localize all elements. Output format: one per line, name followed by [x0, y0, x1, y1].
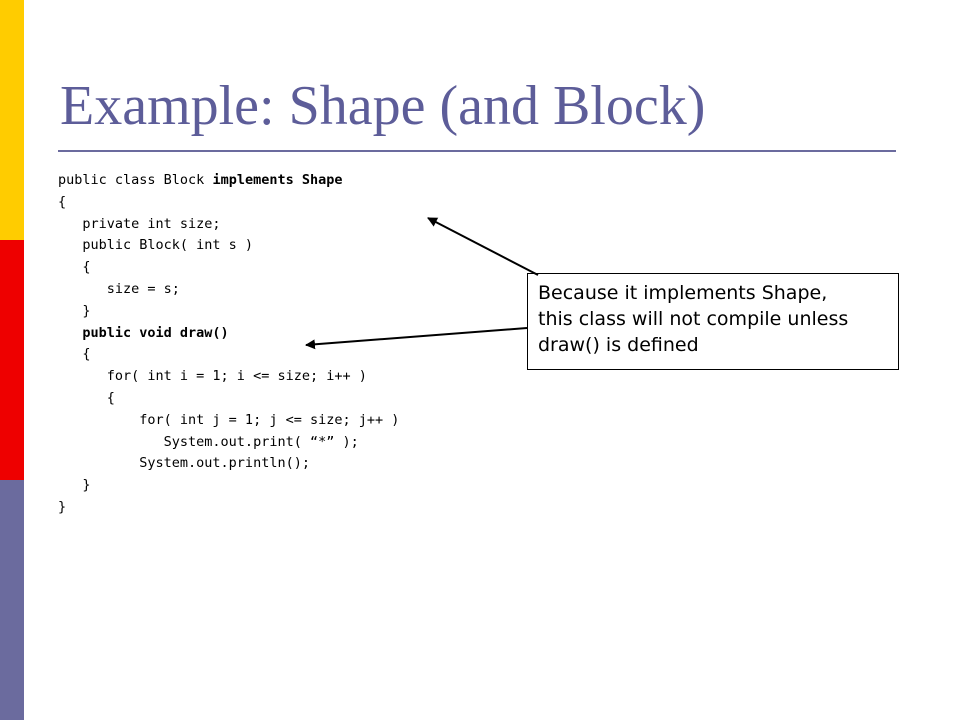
callout-line: draw() is defined: [538, 334, 699, 356]
code-line: }: [58, 498, 67, 515]
code-line: for( int i = 1; i <= size; i++ ): [58, 368, 367, 385]
code-line: {: [58, 389, 115, 406]
slide-title: Example: Shape (and Block): [60, 75, 706, 137]
accent-bar-yellow: [0, 0, 24, 240]
code-line: public class Block implements Shape: [58, 172, 343, 188]
code-line: for( int j = 1; j <= size; j++ ): [58, 411, 400, 428]
code-line: {: [58, 259, 91, 276]
code-line: System.out.println();: [58, 455, 310, 472]
code-line: }: [58, 302, 91, 319]
code-line: {: [58, 346, 91, 363]
title-underline: [58, 150, 896, 152]
code-line: {: [58, 193, 67, 210]
code-line: size = s;: [58, 280, 180, 297]
callout-line: Because it implements Shape,: [538, 282, 828, 304]
accent-bar-purple: [0, 480, 24, 720]
code-line: public Block( int s ): [58, 237, 254, 254]
code-line: private int size;: [58, 215, 221, 232]
accent-bar-red: [0, 240, 24, 480]
callout-box: Because it implements Shape, this class …: [527, 273, 899, 370]
arrow-to-implements: [427, 217, 539, 276]
code-line: System.out.print( “*” );: [58, 433, 359, 450]
code-block: public class Block implements Shape { pr…: [58, 170, 399, 519]
arrow-to-draw: [305, 327, 528, 350]
code-line: public void draw(): [82, 324, 229, 341]
code-line: }: [58, 477, 91, 494]
callout-line: this class will not compile unless: [538, 308, 849, 330]
